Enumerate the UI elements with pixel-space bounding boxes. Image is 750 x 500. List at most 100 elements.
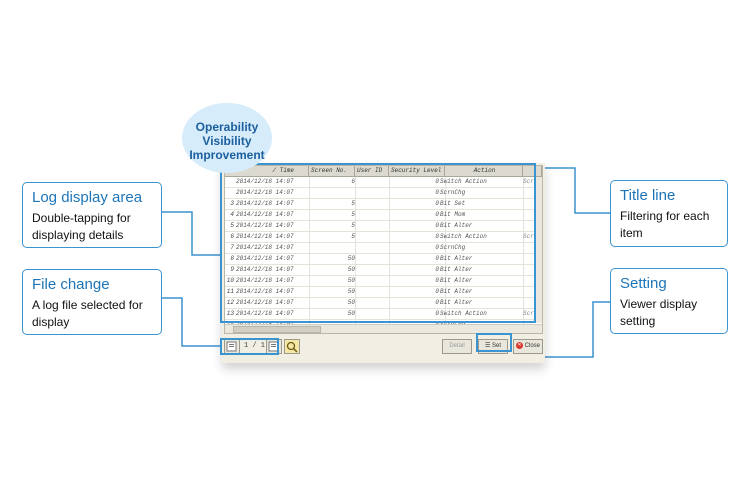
column-header-action[interactable]: Action — [445, 166, 523, 176]
row-number: 12 — [226, 299, 234, 306]
row-screen-no: 5 — [351, 233, 355, 240]
column-header-extra[interactable] — [523, 166, 542, 176]
close-icon: ✕ — [515, 341, 523, 349]
row-datetime: 2014/12/18 14:07 — [236, 266, 294, 273]
magnifier-icon — [286, 341, 298, 353]
row-datetime: 2014/12/18 14:07 — [236, 233, 294, 240]
row-number: 11 — [226, 288, 234, 295]
callout-setting: Setting Viewer display setting — [610, 268, 728, 334]
row-action: ScrnChg — [440, 189, 466, 196]
row-number: 9 — [230, 266, 234, 273]
row-action: Switch Action — [440, 310, 487, 317]
row-security-level: 0 — [435, 255, 439, 262]
callout-description: A log file selected for display — [32, 298, 143, 329]
column-header-user-id[interactable]: User ID — [355, 166, 389, 176]
callout-log-display-area: Log display area Double-tapping for disp… — [22, 182, 162, 248]
column-header-security-level[interactable]: Security Level — [389, 166, 445, 176]
row-number: 4 — [230, 211, 234, 218]
row-action: Bit Alter — [440, 288, 473, 295]
row-action: Switch Action — [440, 233, 487, 240]
page-indicator: 1 / 1 — [244, 342, 266, 350]
row-number: 5 — [230, 222, 234, 229]
badge-line-visibility: Visibility — [202, 134, 252, 148]
log-display-area[interactable]: / Time Screen No. User ID Security Level… — [224, 165, 543, 334]
callout-title: Title line — [620, 187, 676, 204]
callout-title: Log display area — [32, 189, 143, 206]
badge-text: Operability Visibility Improvement — [182, 120, 272, 162]
search-file-button[interactable] — [284, 339, 300, 354]
row-security-level: 0 — [435, 211, 439, 218]
row-screen-no: 50 — [347, 299, 355, 306]
row-screen-no: 50 — [347, 288, 355, 295]
row-extra: Scr — [523, 178, 534, 185]
detail-button[interactable]: Detail — [442, 339, 472, 354]
row-security-level: 0 — [435, 244, 439, 251]
row-datetime: 2014/12/18 14:07 — [236, 310, 294, 317]
row-datetime: 2014/12/18 14:07 — [236, 189, 294, 196]
log-area-highlight — [220, 163, 536, 323]
horizontal-scrollbar[interactable] — [225, 324, 542, 333]
row-datetime: 2014/12/18 14:07 — [236, 211, 294, 218]
row-security-level: 0 — [435, 277, 439, 284]
row-screen-no: 50 — [347, 266, 355, 273]
improvement-badge: Operability Visibility Improvement — [182, 103, 272, 173]
close-label: Close — [524, 343, 540, 349]
row-datetime: 2014/12/18 14:07 — [236, 255, 294, 262]
row-screen-no: 50 — [347, 255, 355, 262]
set-label: Set — [492, 343, 502, 349]
scrollbar-thumb[interactable] — [233, 326, 321, 333]
callout-title-line: Title line Filtering for each item — [610, 180, 728, 247]
callout-description: Double-tapping for displaying details — [32, 211, 131, 242]
row-screen-no: 5 — [351, 222, 355, 229]
row-action: Bit Alter — [440, 277, 473, 284]
row-security-level: 0 — [435, 233, 439, 240]
callout-title: Setting — [620, 275, 667, 292]
column-header-time[interactable]: / Time — [225, 166, 309, 176]
row-number: 8 — [230, 255, 234, 262]
row-number: 10 — [226, 277, 234, 284]
row-datetime: 2014/12/18 14:07 — [236, 299, 294, 306]
column-header-screen-no[interactable]: Screen No. — [309, 166, 355, 176]
callout-description: Viewer display setting — [620, 297, 698, 328]
row-number: 7 — [230, 244, 234, 251]
row-action: Bit Alter — [440, 255, 473, 262]
row-screen-no: 50 — [347, 277, 355, 284]
row-security-level: 0 — [435, 266, 439, 273]
file-prev-icon — [226, 341, 237, 352]
row-extra: Scr — [523, 233, 534, 240]
row-number: 13 — [226, 310, 234, 317]
row-screen-no: 5 — [351, 211, 355, 218]
row-security-level: 0 — [435, 299, 439, 306]
row-screen-no: 5 — [351, 200, 355, 207]
callout-description: Filtering for each item — [620, 209, 710, 240]
row-datetime: 2014/12/18 14:07 — [236, 178, 294, 185]
row-screen-no: 6 — [351, 178, 355, 185]
set-icon: ☰ — [484, 343, 491, 349]
row-action: ScrnChg — [440, 244, 466, 251]
row-datetime: 2014/12/18 14:07 — [236, 277, 294, 284]
row-action: Bit Alter — [440, 222, 473, 229]
callout-title: File change — [32, 276, 110, 293]
row-action: Bit Alter — [440, 266, 473, 273]
row-extra: Scr — [523, 310, 534, 317]
title-line[interactable]: / Time Screen No. User ID Security Level… — [225, 166, 542, 177]
row-screen-no: 50 — [347, 310, 355, 317]
row-security-level: 0 — [435, 189, 439, 196]
row-action: Switch Action — [440, 178, 487, 185]
badge-line-improvement: Improvement — [189, 148, 265, 162]
close-button[interactable]: ✕ Close — [513, 339, 543, 354]
